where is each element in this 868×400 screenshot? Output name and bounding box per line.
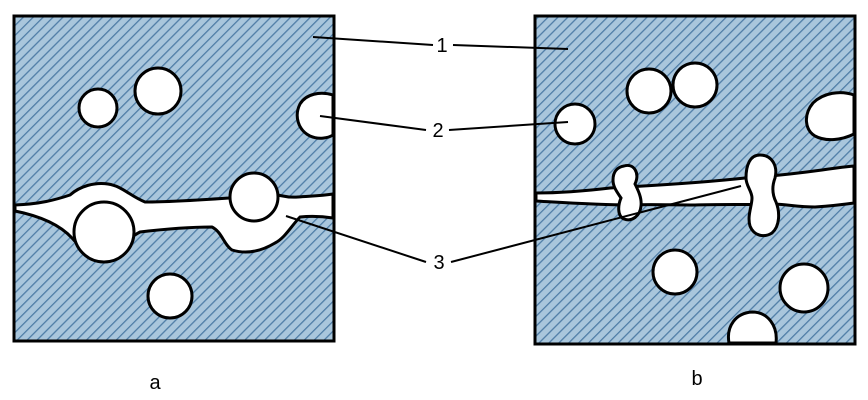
panel-a-pore: [228, 171, 280, 223]
panel-b-neck-pore: [611, 163, 643, 222]
panel-b-pore: [651, 248, 699, 296]
callout-labels: 1 2 3: [432, 35, 447, 274]
leader-lines: [285, 36, 742, 263]
panel-a-pore: [72, 200, 136, 264]
callout-2: 2: [432, 120, 443, 142]
panel-b-pore: [671, 61, 719, 109]
panel-b-pore: [553, 102, 597, 146]
leader-line-2: [448, 121, 569, 131]
callout-1: 1: [436, 35, 447, 57]
panel-b-neck-pore: [744, 153, 781, 238]
panel-b: [533, 14, 857, 346]
leader-line-1: [312, 36, 434, 46]
leader-line-2: [319, 115, 427, 131]
panel-b-pore: [778, 262, 830, 314]
leader-line-3: [450, 185, 742, 263]
panel-a-caption: a: [149, 372, 161, 394]
panel-b-pore: [726, 310, 778, 345]
leader-line-3: [285, 215, 427, 263]
leader-line-1: [452, 44, 569, 50]
panel-a: [12, 14, 336, 343]
panel-a-pore: [146, 272, 194, 320]
panel-a-pore: [77, 87, 119, 129]
panel-a-pore: [133, 66, 183, 116]
panel-a-pore: [295, 91, 335, 140]
panel-b-pore: [805, 91, 856, 142]
panel-b-pore: [625, 67, 673, 115]
callout-3: 3: [433, 252, 444, 274]
panel-b-caption: b: [691, 368, 702, 390]
